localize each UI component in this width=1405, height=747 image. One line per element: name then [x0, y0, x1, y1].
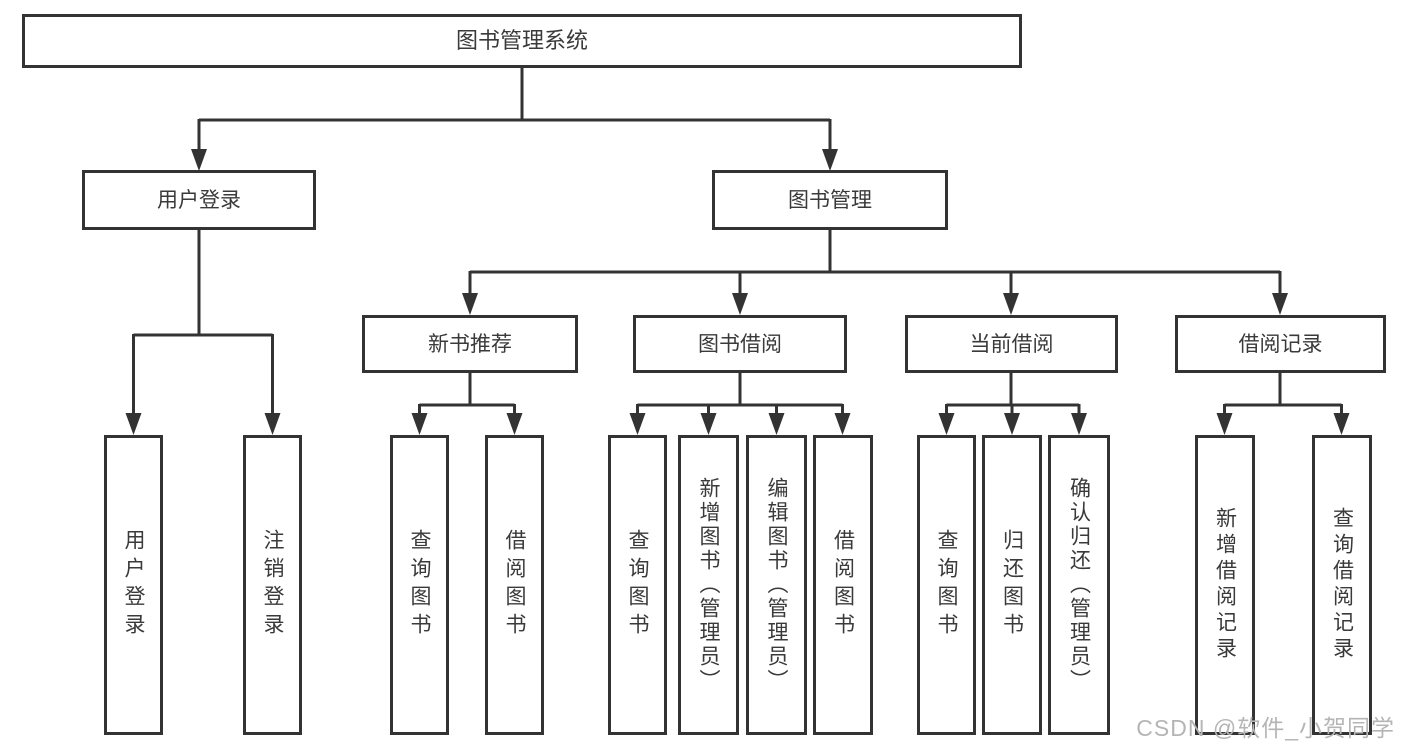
- node-label: 确认归还（管理员）: [1067, 477, 1091, 693]
- node-label: 借阅图书: [503, 529, 526, 641]
- arrowhead-icon: [1004, 413, 1020, 435]
- node-label: 查询图书: [408, 529, 431, 641]
- arrowhead-icon: [1003, 293, 1019, 315]
- arrowhead-icon: [1333, 413, 1350, 435]
- arrowhead-icon: [1216, 413, 1233, 435]
- node-current-borrowing: 当前借阅: [905, 315, 1118, 373]
- node-user-login-leaf: 用户登录: [104, 435, 163, 735]
- arrowhead-icon: [462, 293, 478, 315]
- node-edit-books-admin: 编辑图书（管理员）: [746, 435, 807, 735]
- node-label: 借阅记录: [1238, 332, 1323, 356]
- node-borrowing-records: 借阅记录: [1175, 315, 1386, 373]
- node-query-books-borrowing: 查询图书: [608, 435, 667, 735]
- node-label: 新增图书（管理员）: [697, 477, 720, 693]
- connector-userlogin-to-leaves: [132, 230, 274, 416]
- node-user-login: 用户登录: [82, 170, 316, 230]
- connector-recommend-to-leaves: [418, 373, 516, 416]
- connector-bookmgmt-to-modules: [468, 230, 1282, 296]
- node-label: 图书管理: [788, 188, 872, 212]
- node-query-books-current: 查询图书: [917, 435, 976, 735]
- arrowhead-icon: [1272, 293, 1288, 315]
- arrowhead-icon: [700, 413, 717, 435]
- arrowhead-icon: [629, 413, 646, 435]
- node-label: 编辑图书（管理员）: [765, 477, 788, 693]
- node-label: 查询图书: [626, 529, 649, 641]
- node-book-borrowing: 图书借阅: [633, 315, 847, 373]
- arrowhead-icon: [768, 413, 785, 435]
- node-label: 当前借阅: [969, 332, 1054, 356]
- node-book-management: 图书管理: [712, 170, 948, 230]
- node-new-book-recommendation: 新书推荐: [362, 315, 578, 373]
- node-label: 新增借阅记录: [1213, 507, 1237, 663]
- arrowhead-icon: [938, 413, 955, 435]
- connector-records-to-leaves: [1223, 373, 1343, 416]
- arrowhead-icon: [822, 149, 838, 171]
- arrowhead-icon: [191, 149, 207, 171]
- node-label: 图书管理系统: [455, 28, 588, 53]
- node-return-books: 归还图书: [982, 435, 1042, 735]
- node-query-books-recommend: 查询图书: [390, 435, 449, 735]
- node-label: 注销登录: [261, 529, 284, 641]
- node-library-system: 图书管理系统: [22, 14, 1022, 68]
- connector-root-to-branches: [197, 68, 832, 151]
- node-label: 查询图书: [935, 529, 958, 641]
- node-query-borrow-record: 查询借阅记录: [1312, 435, 1372, 735]
- arrowhead-icon: [1071, 413, 1087, 435]
- connector-current-to-leaves: [945, 373, 1081, 416]
- arrowhead-icon: [506, 413, 523, 435]
- arrowheads: [125, 149, 1350, 435]
- arrowhead-icon: [732, 293, 748, 315]
- node-borrow-books-recommend: 借阅图书: [485, 435, 544, 735]
- node-label: 图书借阅: [698, 332, 782, 356]
- node-confirm-return-admin: 确认归还（管理员）: [1048, 435, 1110, 735]
- arrowhead-icon: [264, 413, 281, 435]
- connector-borrowing-to-leaves: [636, 373, 844, 416]
- node-borrow-books-borrowing: 借阅图书: [813, 435, 873, 735]
- node-label: 归还图书: [1000, 529, 1024, 641]
- node-add-books-admin: 新增图书（管理员）: [678, 435, 739, 735]
- arrowhead-icon: [411, 413, 428, 435]
- node-label: 用户登录: [157, 188, 241, 212]
- arrowhead-icon: [125, 413, 142, 435]
- node-add-borrow-record: 新增借阅记录: [1195, 435, 1255, 735]
- csdn-watermark: CSDN @软件_小贺同学: [1136, 715, 1395, 741]
- node-label: 用户登录: [122, 529, 145, 641]
- node-logout: 注销登录: [243, 435, 302, 735]
- node-label: 借阅图书: [831, 529, 855, 641]
- node-label: 新书推荐: [428, 332, 512, 356]
- node-label: 查询借阅记录: [1330, 507, 1354, 663]
- arrowhead-icon: [834, 413, 851, 435]
